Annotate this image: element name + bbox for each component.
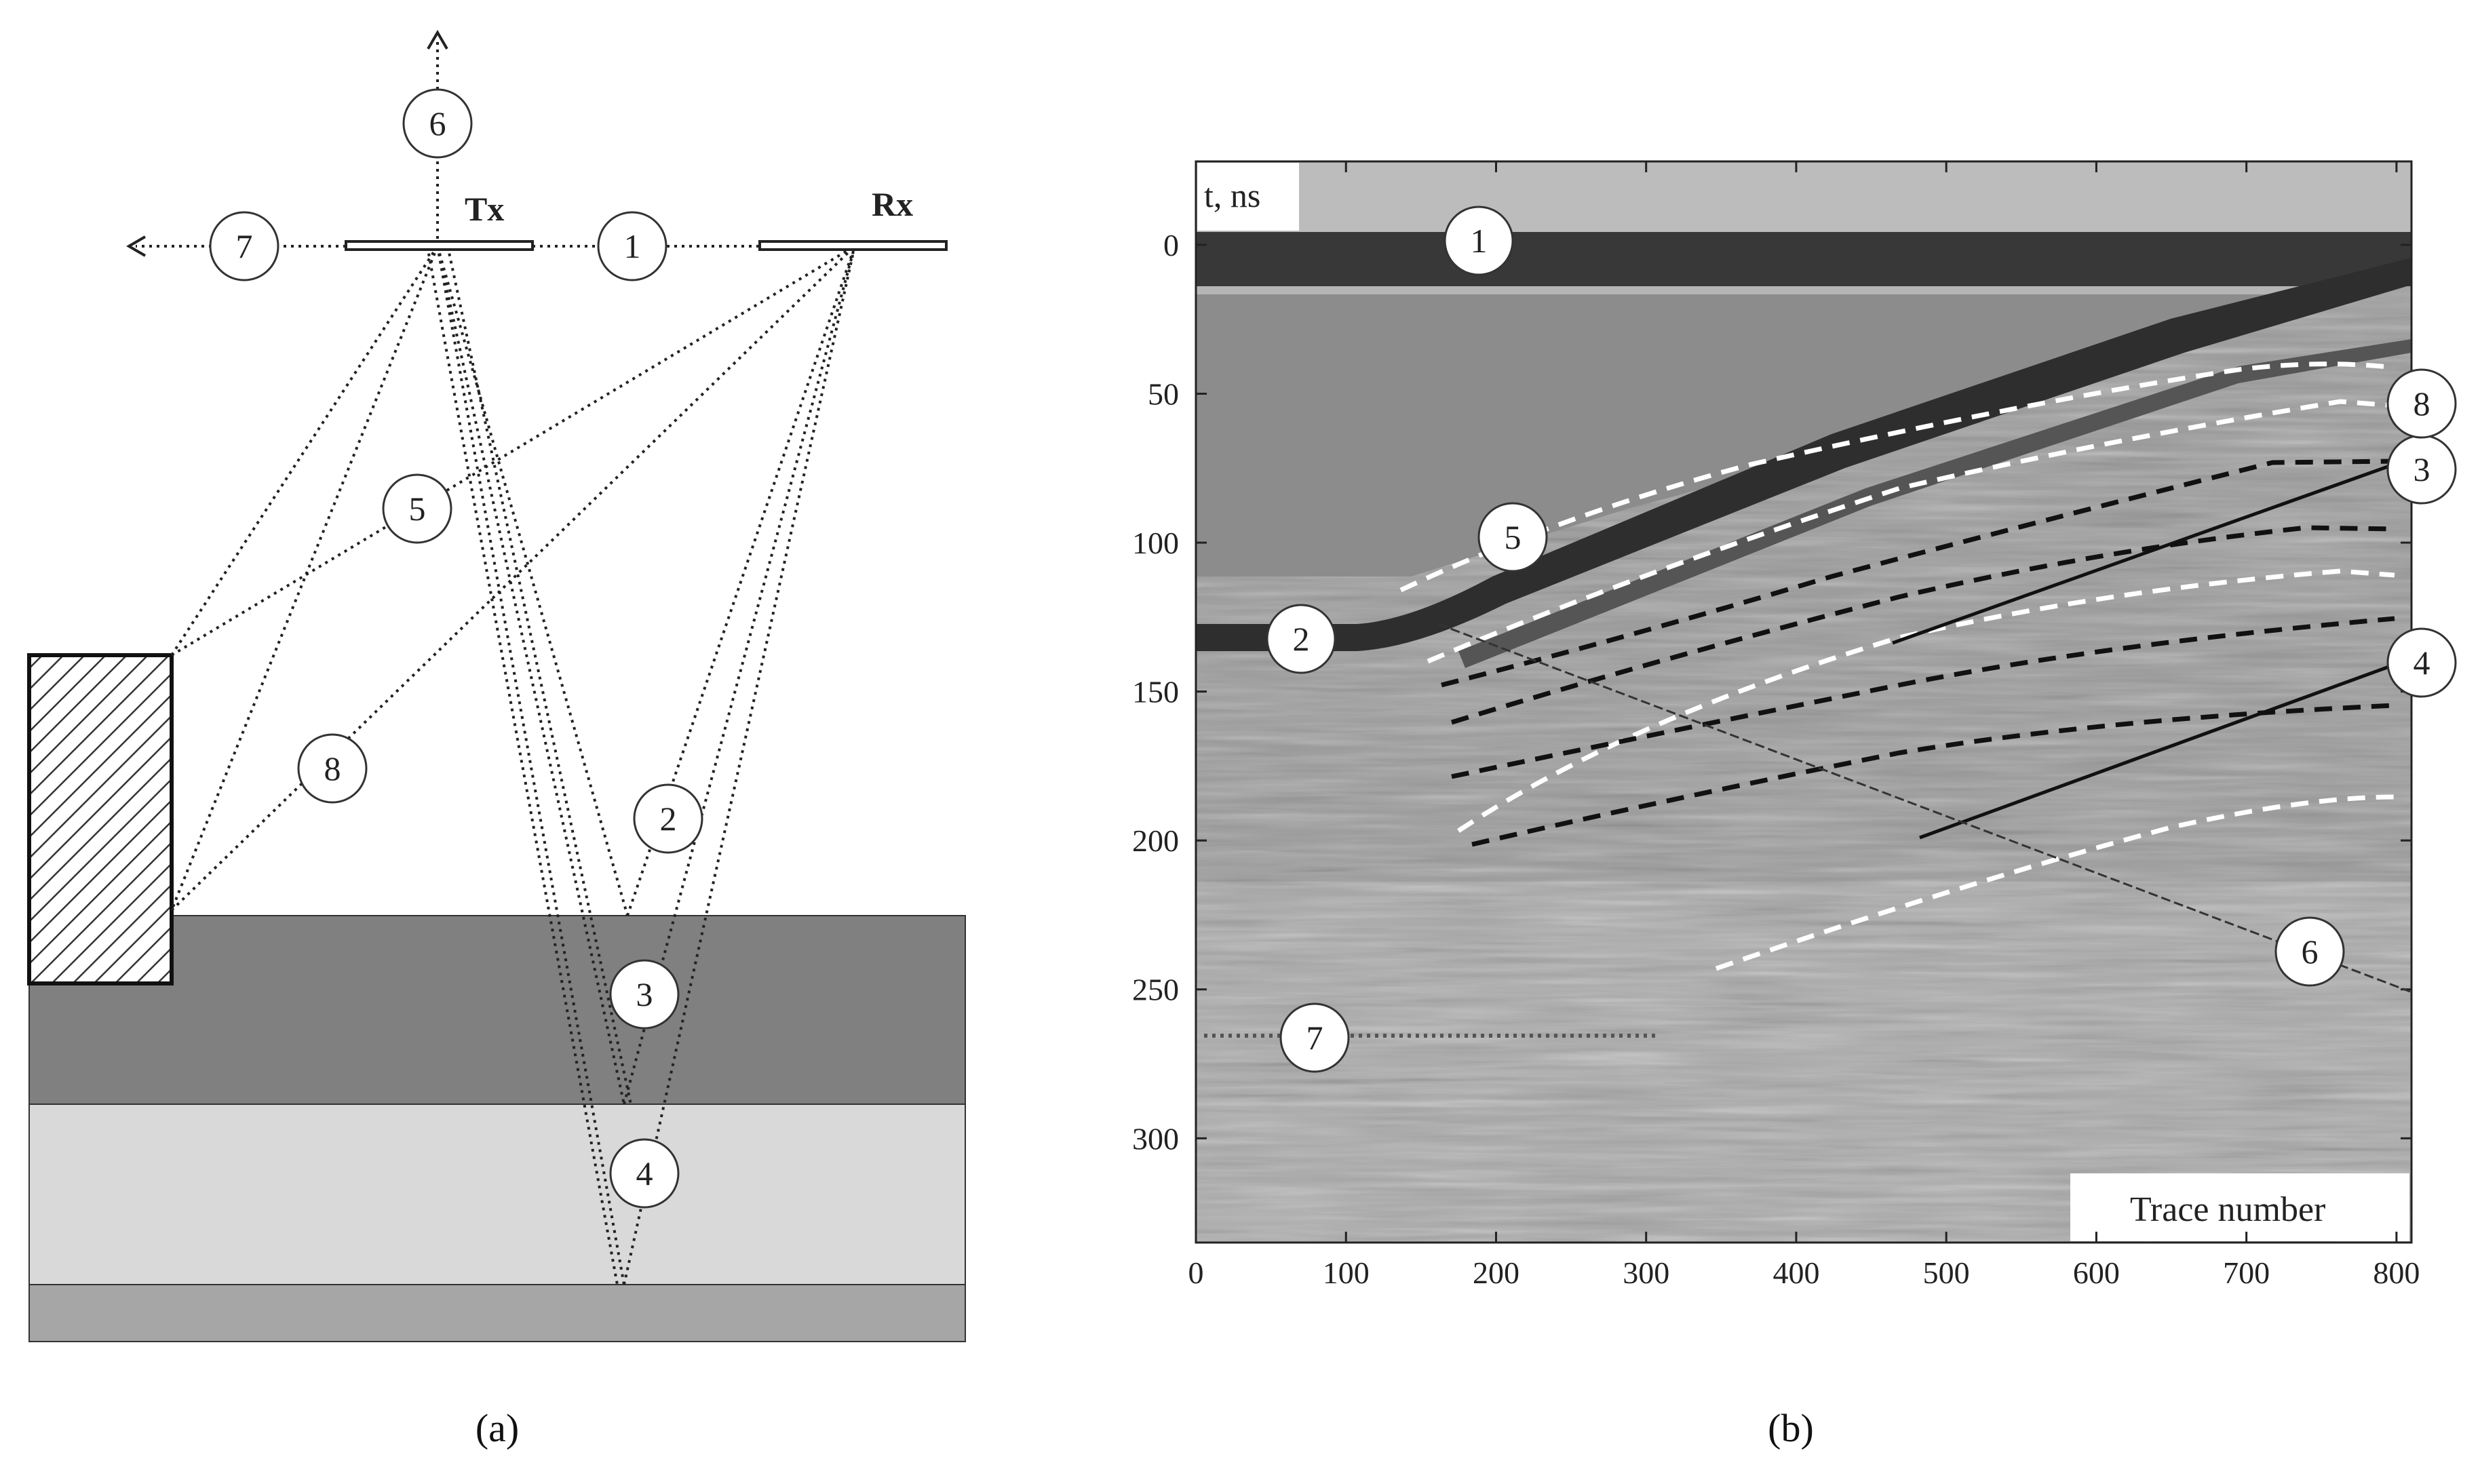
svg-text:4: 4: [636, 1154, 653, 1192]
svg-text:5: 5: [1505, 518, 1522, 556]
layer-3: [28, 1284, 966, 1342]
y-tick-label: 50: [1148, 377, 1179, 412]
x-tick-label: 0: [1188, 1255, 1204, 1290]
label-2: 2: [1266, 604, 1336, 674]
svg-text:6: 6: [2302, 933, 2319, 971]
x-tick-label: 700: [2223, 1255, 2270, 1290]
svg-text:1: 1: [624, 227, 641, 265]
panel-a-schematic: Tx Rx 1 2 3 4 5 6 7 8 (a): [27, 30, 966, 1450]
plot-frame: [1195, 160, 2413, 1244]
y-tick-label: 250: [1132, 973, 1179, 1007]
label-1: 1: [1444, 206, 1514, 276]
svg-text:7: 7: [236, 227, 253, 265]
hatched-obstacle: [27, 653, 174, 985]
path-label-8: 8: [297, 733, 368, 804]
y-tick-label: 0: [1163, 228, 1179, 262]
x-tick-label: 300: [1623, 1255, 1669, 1290]
y-axis-label-box: [1197, 163, 1299, 231]
y-tick-label: 150: [1132, 675, 1179, 709]
x-tick-label: 500: [1923, 1255, 1970, 1290]
caption-b: (b): [1768, 1406, 1814, 1450]
white-dashed-lines: [1399, 362, 2395, 971]
y-tick-label: 200: [1132, 823, 1179, 858]
x-axis-label-box: [2070, 1173, 2409, 1241]
svg-text:6: 6: [429, 104, 446, 142]
path-label-6: 6: [402, 88, 473, 159]
rx-label: Rx: [872, 185, 913, 223]
path-label-7: 7: [209, 211, 279, 281]
svg-text:4: 4: [2414, 644, 2430, 682]
x-tick-label: 100: [1323, 1255, 1370, 1290]
path-label-2: 2: [633, 783, 703, 854]
layer-1: [28, 915, 966, 1105]
rx-antenna: [758, 240, 948, 251]
path-label-5: 5: [382, 473, 452, 544]
path-label-3: 3: [609, 959, 680, 1030]
diagonal-line-6: [1437, 623, 2411, 993]
tx-label: Tx: [465, 190, 504, 228]
y-axis-label: t, ns: [1204, 176, 1260, 214]
svg-text:5: 5: [409, 490, 426, 528]
svg-text:8: 8: [324, 749, 341, 787]
arrowhead-left: [126, 235, 147, 257]
black-dashed-lines: [1441, 458, 2395, 847]
x-tick-label: 200: [1473, 1255, 1519, 1290]
caption-a: (a): [476, 1406, 519, 1450]
diagonal-band: [1196, 258, 2411, 651]
arrowhead-up: [427, 30, 448, 50]
label-5: 5: [1477, 502, 1548, 572]
path-label-4: 4: [609, 1138, 680, 1209]
tx-antenna: [345, 240, 534, 251]
svg-text:2: 2: [660, 800, 677, 838]
y-tick-label: 300: [1132, 1121, 1179, 1156]
path-label-1: 1: [597, 211, 667, 281]
label-6: 6: [2274, 916, 2345, 987]
direct-wave-band: [1196, 232, 2411, 286]
y-axis-ticks: 0 50 100 150 200 250 300: [1132, 228, 2411, 1156]
label-4: 4: [2386, 627, 2457, 698]
x-axis-label: Trace number: [2130, 1190, 2325, 1229]
black-solid-lines: [1892, 465, 2395, 840]
svg-text:2: 2: [1293, 620, 1310, 658]
x-axis-ticks: 0 100 200 300 400 500 600 700 800: [1188, 161, 2420, 1290]
layer-2: [28, 1104, 966, 1285]
svg-text:1: 1: [1471, 222, 1488, 260]
top-strip: [1196, 161, 2411, 232]
svg-text:3: 3: [636, 975, 653, 1013]
x-tick-label: 600: [2073, 1255, 2120, 1290]
svg-text:3: 3: [2414, 450, 2430, 488]
label-3: 3: [2386, 434, 2457, 505]
x-tick-label: 800: [2373, 1255, 2420, 1290]
label-8: 8: [2386, 368, 2457, 439]
svg-text:8: 8: [2414, 385, 2430, 423]
svg-text:7: 7: [1306, 1019, 1323, 1057]
label-7: 7: [1279, 1002, 1350, 1073]
x-tick-label: 400: [1772, 1255, 1819, 1290]
y-tick-label: 100: [1132, 526, 1179, 560]
